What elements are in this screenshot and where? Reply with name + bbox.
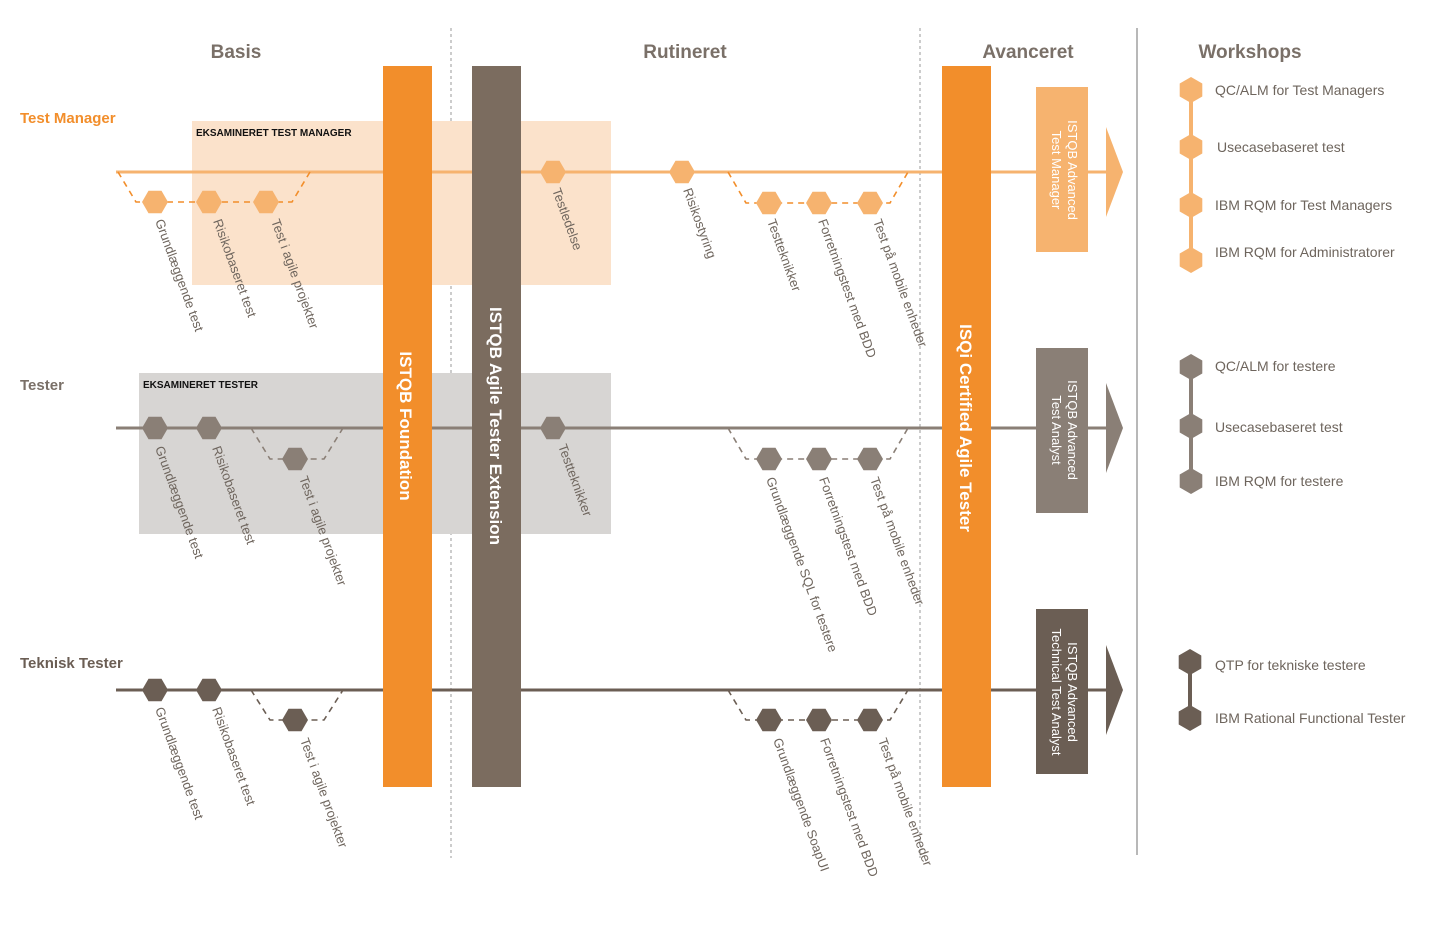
istqb-foundation-label: ISTQB Foundation	[396, 351, 415, 500]
workshop-label: Usecasebaseret test	[1217, 139, 1345, 155]
eksamineret-tester-label: EKSAMINERET TESTER	[143, 380, 259, 391]
course-node	[857, 191, 883, 215]
workshop-label: IBM Rational Functional Tester	[1215, 710, 1406, 726]
istqb-agile-bar	[472, 66, 521, 787]
row-label-test-manager: Test Manager	[20, 110, 116, 127]
cert-test-analyst-line2: Test Analyst	[1049, 395, 1064, 465]
course-label: Test på mobile enheder	[870, 217, 931, 350]
course-node	[857, 447, 883, 471]
workshop-label: IBM RQM for Test Managers	[1215, 197, 1392, 213]
track-arrow-tester	[1106, 383, 1123, 473]
column-header-workshops: Workshops	[1198, 42, 1301, 63]
cert-test-manager-line2: Test Manager	[1049, 131, 1064, 210]
workshop-label: QC/ALM for testere	[1215, 358, 1336, 374]
track-arrow-teknisk-tester	[1106, 645, 1123, 735]
workshop-node	[1178, 705, 1202, 731]
course-node	[196, 678, 222, 702]
workshop-label: Usecasebaseret test	[1215, 419, 1343, 435]
course-node	[806, 191, 832, 215]
cert-technical-line2: Technical Test Analyst	[1049, 629, 1064, 756]
course-label: Test på mobile enheder	[867, 475, 928, 608]
workshop-label: QTP for tekniske testere	[1215, 657, 1366, 673]
istqb-agile-label: ISTQB Agile Tester Extension	[486, 307, 505, 545]
course-label: Forretningstest med BDD	[816, 475, 880, 618]
workshop-label: QC/ALM for Test Managers	[1215, 82, 1384, 98]
workshop-node	[1179, 468, 1203, 494]
course-label: Risikobaseret test	[209, 705, 259, 808]
workshop-node	[1179, 354, 1203, 380]
cert-technical-box	[1036, 609, 1088, 774]
row-label-teknisk-tester: Teknisk Tester	[20, 655, 123, 672]
row-label-tester: Tester	[20, 377, 64, 394]
workshop-node	[1179, 77, 1203, 103]
eksamineret-tester-box	[139, 373, 611, 534]
column-header-avanceret: Avanceret	[982, 42, 1074, 63]
course-node	[142, 678, 168, 702]
course-node	[806, 708, 832, 732]
istqb-foundation-bar	[383, 66, 432, 787]
course-node	[142, 190, 168, 214]
course-label: Test i agile projekter	[297, 736, 351, 850]
course-label: Test på mobile enheder	[875, 736, 936, 869]
isqi-agile-bar	[942, 66, 991, 787]
workshop-node	[1179, 413, 1203, 439]
cert-test-analyst-box	[1036, 348, 1088, 513]
track-arrow-test-manager	[1106, 127, 1123, 217]
workshop-node	[1179, 134, 1203, 160]
workshop-node	[1179, 247, 1203, 273]
column-header-basis: Basis	[211, 42, 262, 63]
course-label: Grundlæggende test	[152, 705, 207, 822]
course-node	[282, 708, 308, 732]
workshop-node	[1178, 649, 1202, 675]
workshop-label: IBM RQM for testere	[1215, 473, 1344, 489]
course-node	[756, 191, 782, 215]
workshop-label: IBM RQM for Administratorer	[1215, 244, 1395, 260]
course-node	[756, 447, 782, 471]
cert-test-analyst-line1: ISTQB Advanced	[1065, 380, 1080, 480]
course-label: Forretningstest med BDD	[815, 217, 879, 360]
course-node	[756, 708, 782, 732]
course-node	[669, 160, 695, 184]
course-label: Risikostyring	[680, 186, 719, 260]
course-label: Testteknikker	[764, 217, 804, 294]
isqi-agile-label: ISQi Certified Agile Tester	[956, 324, 975, 532]
column-header-rutineret: Rutineret	[643, 42, 727, 63]
course-node	[806, 447, 832, 471]
workshop-node	[1179, 192, 1203, 218]
cert-test-manager-box	[1036, 87, 1088, 252]
cert-test-manager-line1: ISTQB Advanced	[1065, 120, 1080, 220]
course-node	[857, 708, 883, 732]
eksamineret-test-manager-label: EKSAMINERET TEST MANAGER	[196, 128, 352, 139]
cert-technical-line1: ISTQB Advanced	[1065, 642, 1080, 742]
